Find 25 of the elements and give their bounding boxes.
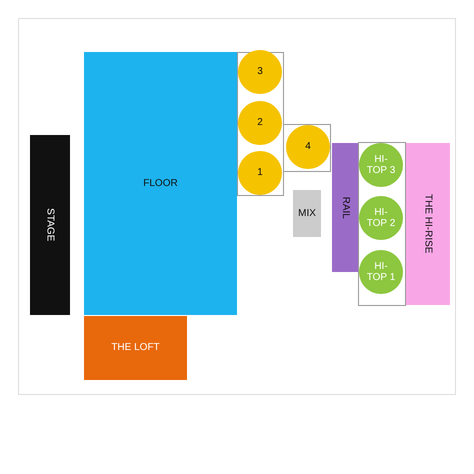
area-label: THE LOFT xyxy=(111,342,160,354)
area-label: FLOOR xyxy=(143,178,178,190)
table-seat xyxy=(359,143,403,187)
area-label: HI-TOP 1 xyxy=(366,260,396,284)
area-label: STAGE xyxy=(44,208,56,242)
table-seat xyxy=(238,151,282,195)
loft-area xyxy=(84,316,187,380)
rail-area xyxy=(332,143,358,272)
mix-area xyxy=(293,190,321,237)
floor-area xyxy=(84,52,237,315)
table-seat xyxy=(359,250,403,294)
area-label: 2 xyxy=(257,117,263,129)
area-label: RAIL xyxy=(339,196,351,219)
area-label: 4 xyxy=(305,141,311,153)
table-seat xyxy=(238,50,282,94)
area-label: 3 xyxy=(257,66,263,78)
table-seat xyxy=(238,101,282,145)
area-label: HI-TOP 2 xyxy=(366,206,396,230)
area-label: HI-TOP 3 xyxy=(366,154,396,176)
area-label: THE HI-RISE xyxy=(422,194,434,254)
area-label: 1 xyxy=(257,167,263,179)
hi-rise-area xyxy=(406,143,450,305)
stage-area xyxy=(30,135,70,315)
area-label: MIX xyxy=(298,208,316,220)
table-seat xyxy=(359,196,403,240)
